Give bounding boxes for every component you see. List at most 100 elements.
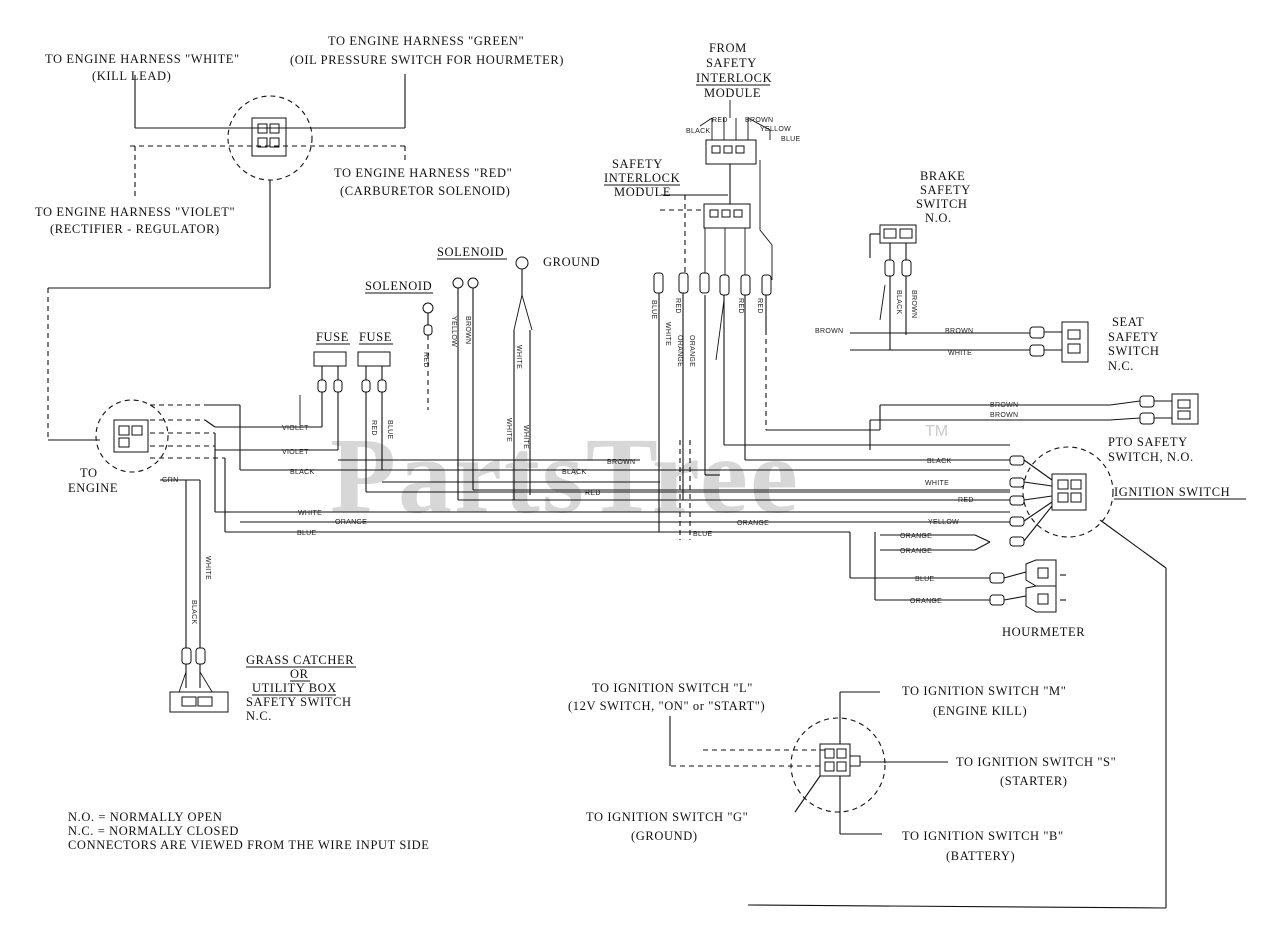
- from-label: FROM: [709, 41, 747, 55]
- wire-label-white-ign: WHITE: [925, 480, 949, 487]
- partstree-watermark: PartsTree: [330, 417, 800, 536]
- kill-lead-label: (KILL LEAD): [92, 69, 171, 83]
- fuse-holders: [299, 351, 391, 492]
- main-harness: [215, 330, 1110, 601]
- hourmeter: [989, 559, 1066, 613]
- wire-label-blue-fuse: BLUE: [386, 420, 393, 440]
- ign-b-desc: (BATTERY): [946, 849, 1015, 863]
- wire-label-black-engine: BLACK: [290, 469, 314, 476]
- rectifier-label: (RECTIFIER - REGULATOR): [50, 222, 220, 236]
- wire-label-black-sim: BLACK: [686, 128, 710, 135]
- pto-switch-label: SWITCH, N.O.: [1108, 450, 1194, 464]
- pto-label: PTO SAFETY: [1108, 435, 1188, 449]
- wire-label-blue-sim: BLUE: [781, 136, 801, 143]
- sim-input-connector: [699, 100, 771, 165]
- trademark-mark: TM: [925, 423, 948, 440]
- wire-label-yellow-solenoid: YELLOW: [450, 316, 457, 347]
- ign-l-label: TO IGNITION SWITCH "L": [592, 681, 753, 695]
- from-safety-label: SAFETY: [706, 56, 757, 70]
- grass-switch-label: SAFETY SWITCH: [246, 695, 352, 709]
- ign-s-desc: (STARTER): [1000, 774, 1068, 788]
- wire-label-blue-hour: BLUE: [915, 576, 935, 583]
- wire-label-white-c: WHITE: [522, 425, 529, 449]
- seat-safety-label: SAFETY: [1108, 330, 1159, 344]
- ign-g-desc: (GROUND): [631, 829, 698, 843]
- green-harness-label: TO ENGINE HARNESS "GREEN": [328, 34, 524, 48]
- wire-label-orange-a: ORANGE: [676, 335, 683, 367]
- pto-safety-switch: [1109, 393, 1199, 425]
- utility-box-label: UTILITY BOX: [252, 681, 337, 695]
- legend-no: N.O. = NORMALLY OPEN: [68, 810, 223, 824]
- brake-no-label: N.O.: [925, 211, 952, 225]
- wire-label-orange-main: ORANGE: [737, 520, 769, 527]
- wire-label-yellow-ign: YELLOW: [928, 519, 959, 526]
- violet-harness-label: TO ENGINE HARNESS "VIOLET": [35, 205, 235, 219]
- hourmeter-label: HOURMETER: [1002, 625, 1085, 639]
- carburetor-label: (CARBURETOR SOLENOID): [340, 184, 510, 198]
- ignition-switch: [747, 446, 1167, 909]
- from-interlock-label: INTERLOCK: [696, 71, 772, 85]
- wire-label-violet-b: VIOLET: [282, 449, 309, 456]
- to-engine-label: TO: [80, 466, 98, 480]
- wire-label-brown-main: BROWN: [607, 459, 635, 466]
- wire-label-grn: GRN: [162, 477, 178, 484]
- wire-label-black-ign: BLACK: [927, 458, 951, 465]
- seat-label: SEAT: [1112, 315, 1144, 329]
- wire-label-black-main: BLACK: [562, 469, 586, 476]
- ignition-switch-label: IGNITION SWITCH: [1114, 485, 1230, 499]
- wire-label-black-brake: BLACK: [895, 290, 902, 314]
- ignition-detail-connector: [669, 691, 948, 835]
- wire-label-white-ground: WHITE: [515, 345, 522, 369]
- wire-label-white-b: WHITE: [505, 418, 512, 442]
- brake-safety-label: SAFETY: [920, 183, 971, 197]
- seat-switch-label: SWITCH: [1108, 344, 1160, 358]
- legend-connectors: CONNECTORS ARE VIEWED FROM THE WIRE INPU…: [68, 838, 430, 852]
- ign-m-desc: (ENGINE KILL): [933, 704, 1027, 718]
- seat-safety-switch: [850, 321, 1089, 363]
- grass-catcher-label: GRASS CATCHER: [246, 653, 354, 667]
- wire-label-white-seat: WHITE: [948, 350, 972, 357]
- ign-m-label: TO IGNITION SWITCH "M": [902, 684, 1066, 698]
- wire-label-white-grass: WHITE: [204, 556, 211, 580]
- wire-label-blue-main: BLUE: [693, 531, 713, 538]
- ign-g-label: TO IGNITION SWITCH "G": [586, 810, 748, 824]
- ground-label: GROUND: [543, 255, 600, 269]
- wire-label-violet-a: VIOLET: [282, 425, 309, 432]
- wire-label-yellow-sim: YELLOW: [760, 126, 791, 133]
- fuse-right-label: FUSE: [359, 330, 392, 344]
- ign-l-desc: (12V SWITCH, "ON" or "START"): [568, 699, 765, 713]
- solenoid-terminals: [422, 256, 533, 500]
- wire-label-orange-b: ORANGE: [688, 335, 695, 367]
- wire-label-blue-engine: BLUE: [297, 530, 317, 537]
- wire-label-orange-hour: ORANGE: [910, 598, 942, 605]
- solenoid-right-label: SOLENOID: [437, 245, 504, 259]
- safety-interlock-module-connector: [660, 160, 773, 280]
- wire-label-red-ign: RED: [958, 497, 974, 504]
- brake-label: BRAKE: [920, 169, 965, 183]
- sim-safety-label: SAFETY: [612, 157, 663, 171]
- ign-s-label: TO IGNITION SWITCH "S": [956, 755, 1116, 769]
- fuse-left-label: FUSE: [316, 330, 349, 344]
- wire-label-red-a: RED: [674, 298, 681, 314]
- engine-harness-connector: [47, 74, 406, 441]
- wire-label-brown-pto-a: BROWN: [990, 402, 1018, 409]
- wire-label-white-engine: WHITE: [298, 510, 322, 517]
- red-harness-label: TO ENGINE HARNESS "RED": [334, 166, 512, 180]
- wire-label-red-b: RED: [737, 298, 744, 314]
- wire-label-brown-seat-a: BROWN: [815, 328, 843, 335]
- grass-nc-label: N.C.: [246, 709, 272, 723]
- ign-b-label: TO IGNITION SWITCH "B": [902, 829, 1064, 843]
- brake-switch-label: SWITCH: [916, 197, 968, 211]
- wire-label-red-solenoid: RED: [422, 352, 429, 368]
- grass-catcher-switch: [169, 647, 229, 713]
- white-harness-label: TO ENGINE HARNESS "WHITE": [45, 52, 240, 66]
- wire-label-orange-ign-a: ORANGE: [900, 533, 932, 540]
- wire-label-red-fuse: RED: [370, 420, 377, 436]
- sim-interlock-label: INTERLOCK: [604, 171, 680, 185]
- wire-label-white-a: WHITE: [664, 322, 671, 346]
- sim-bullet-connectors: [653, 272, 772, 500]
- wire-label-orange-ign-b: ORANGE: [900, 548, 932, 555]
- legend-nc: N.C. = NORMALLY CLOSED: [68, 824, 239, 838]
- brake-safety-switch: [869, 224, 917, 350]
